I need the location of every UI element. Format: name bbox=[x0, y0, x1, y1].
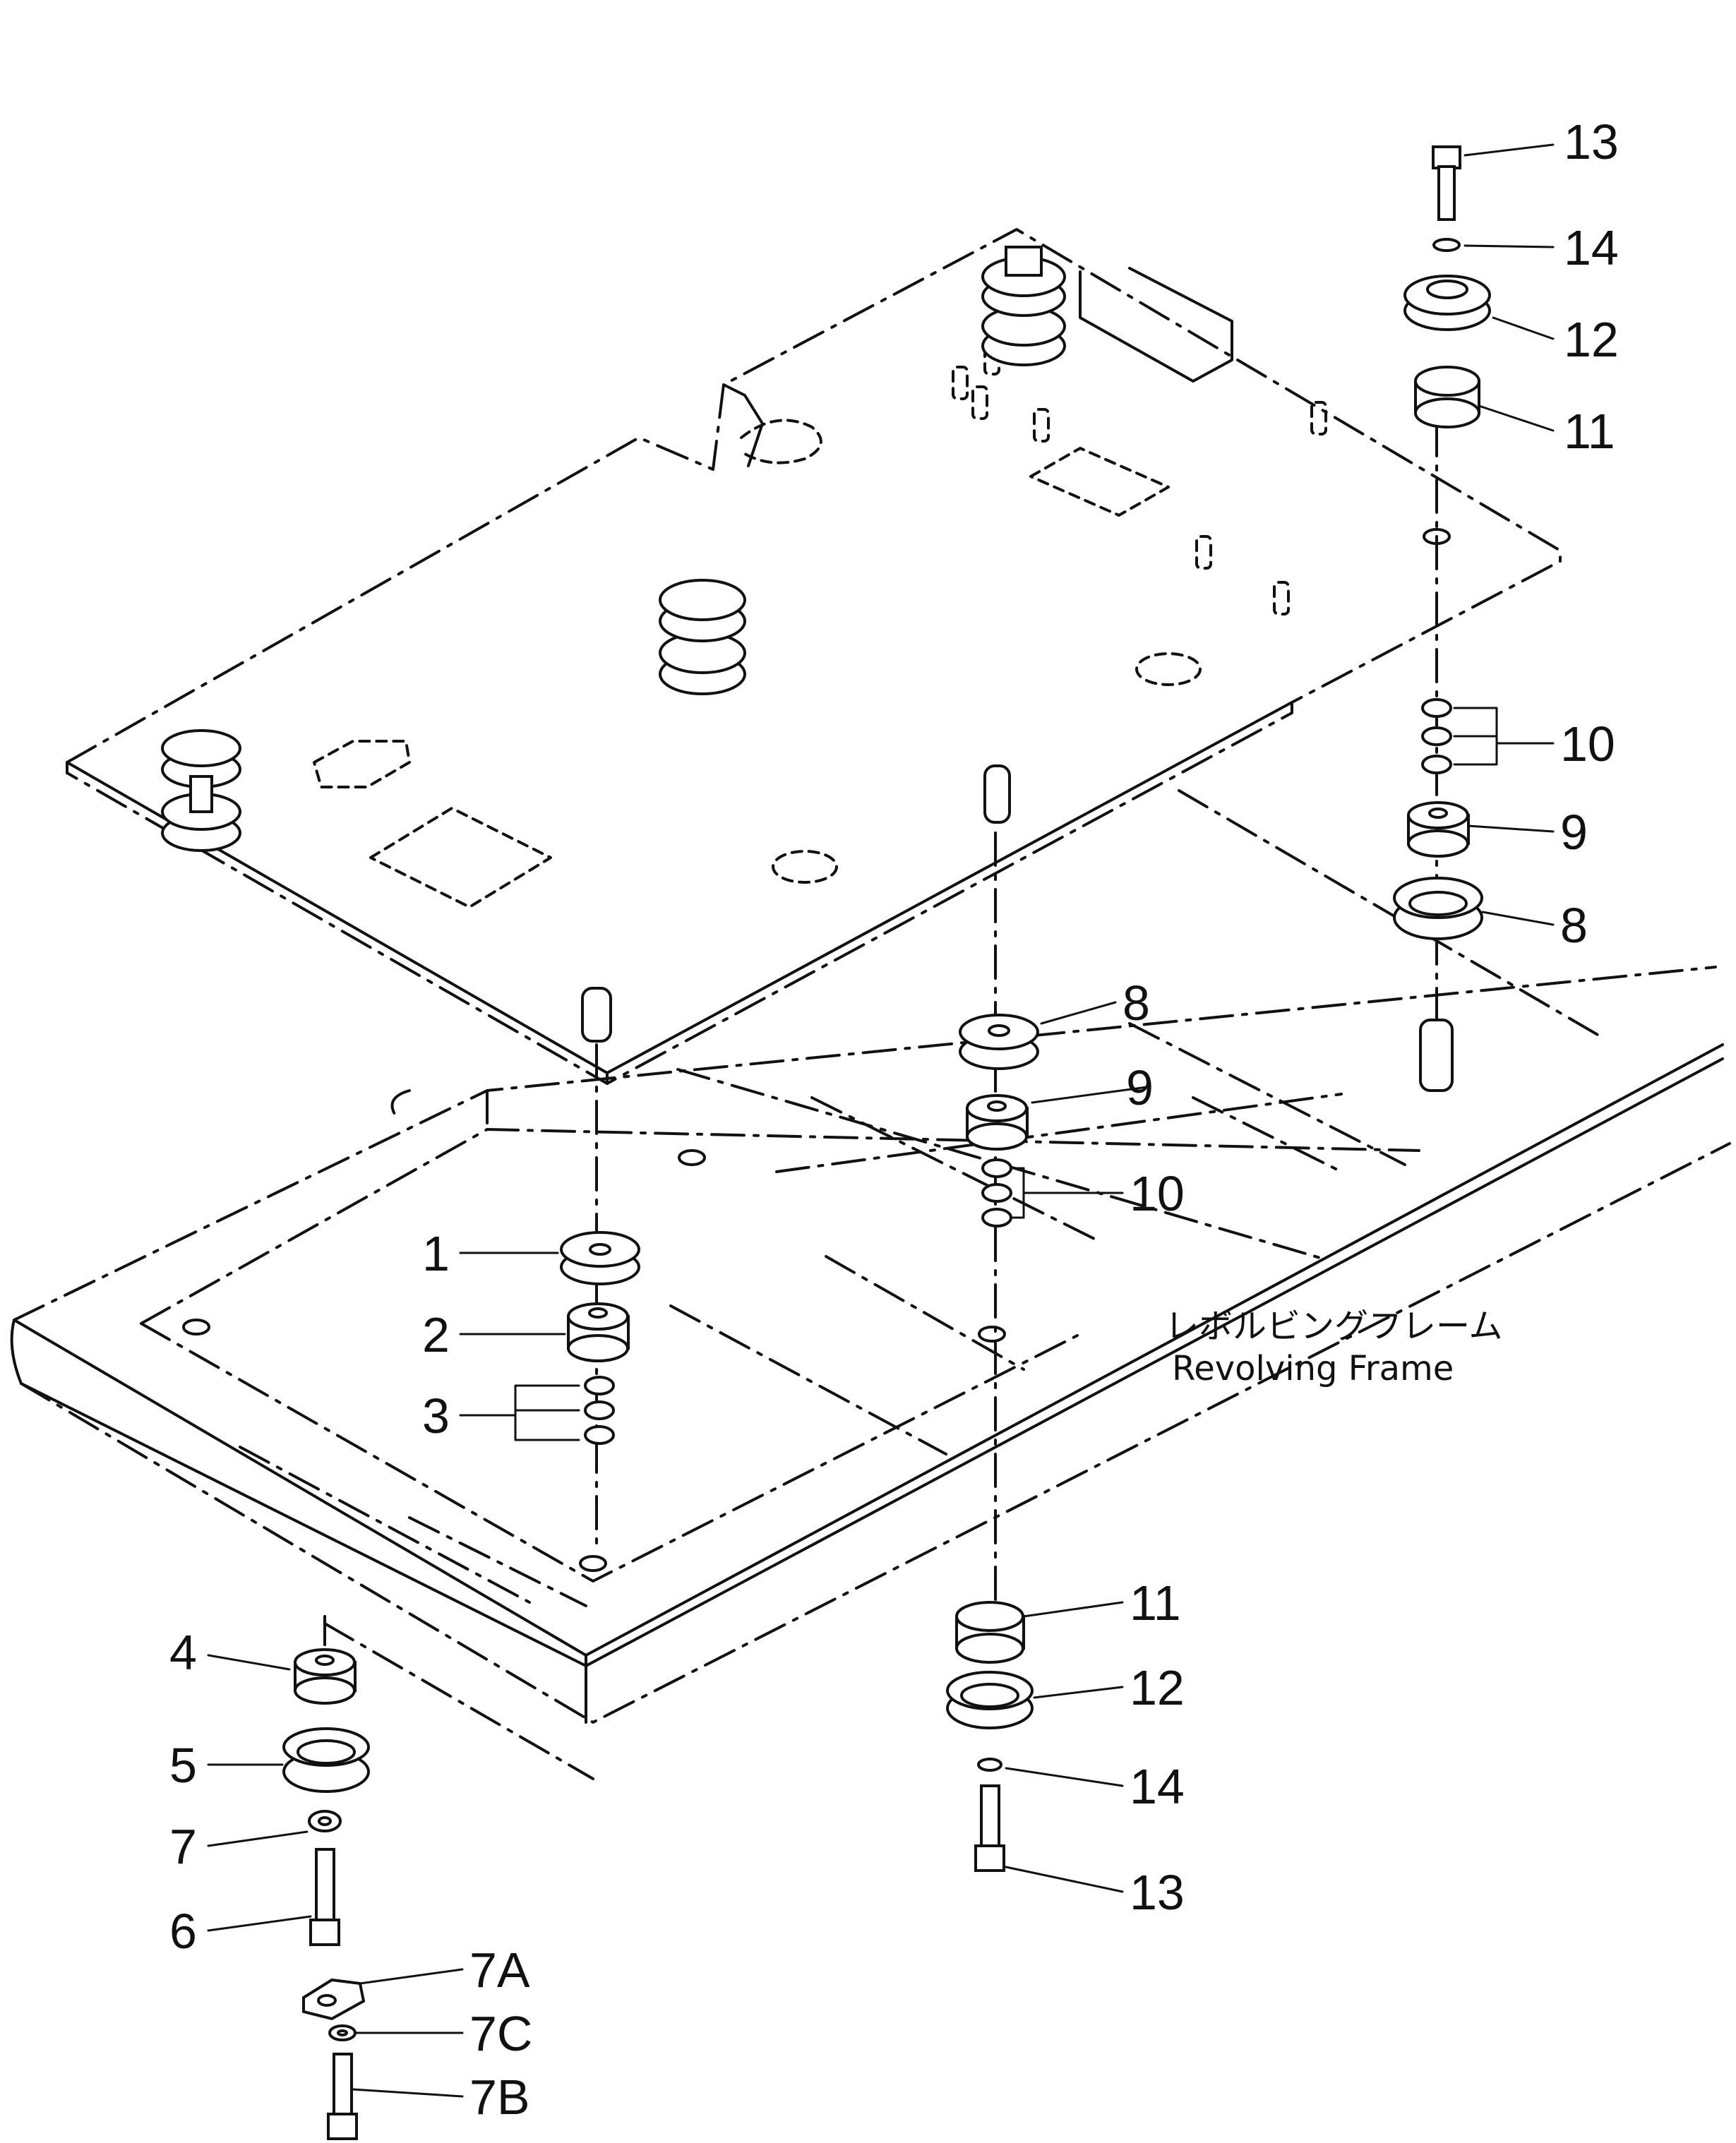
revolving-frame bbox=[10, 528, 1731, 1780]
left-lower-parts bbox=[282, 1648, 370, 2140]
assembly-axis-lines bbox=[323, 422, 1438, 1646]
callout-8-center: 8 bbox=[1123, 976, 1150, 1031]
frame-label-english: Revolving Frame bbox=[1172, 1349, 1454, 1388]
right-mount-stack bbox=[1393, 145, 1491, 1092]
callout-8-right: 8 bbox=[1560, 898, 1588, 953]
callout-3: 3 bbox=[422, 1388, 450, 1443]
callout-13-lower: 13 bbox=[1130, 1865, 1185, 1920]
callout-9-right: 9 bbox=[1560, 805, 1588, 860]
leader-lines bbox=[207, 143, 1555, 2098]
callout-7b: 7B bbox=[469, 2070, 530, 2125]
callout-1: 1 bbox=[422, 1226, 450, 1281]
callout-12-lower: 12 bbox=[1130, 1660, 1185, 1715]
callout-4: 4 bbox=[169, 1625, 197, 1680]
callout-10-center: 10 bbox=[1130, 1166, 1185, 1221]
revolving-frame-label: レボルビングフレーム Revolving Frame bbox=[1165, 1307, 1503, 1388]
callout-10-right: 10 bbox=[1560, 716, 1615, 772]
floor-plate bbox=[66, 228, 1562, 1085]
callout-7a: 7A bbox=[469, 1943, 530, 1998]
callout-11-upper: 11 bbox=[1564, 404, 1615, 459]
callout-13-upper: 13 bbox=[1564, 114, 1619, 169]
callout-12-upper: 12 bbox=[1564, 312, 1619, 367]
callout-labels: 1 2 3 4 5 7 6 7A 7C 7B 8 9 10 11 12 14 1… bbox=[169, 114, 1619, 2125]
callout-6: 6 bbox=[169, 1904, 197, 1959]
callout-5: 5 bbox=[169, 1738, 197, 1793]
center-lower-stack bbox=[946, 1601, 1034, 1872]
frame-label-japanese: レボルビングフレーム bbox=[1165, 1307, 1503, 1346]
center-mount-stack bbox=[959, 764, 1039, 1227]
callout-2: 2 bbox=[422, 1307, 450, 1362]
callout-11-lower: 11 bbox=[1130, 1575, 1181, 1631]
callout-7: 7 bbox=[169, 1819, 197, 1874]
callout-14-lower: 14 bbox=[1130, 1759, 1185, 1814]
left-mount-stack bbox=[560, 987, 640, 1445]
callout-9-center: 9 bbox=[1126, 1060, 1154, 1115]
callout-7c: 7C bbox=[469, 2006, 532, 2061]
callout-14-upper: 14 bbox=[1564, 220, 1619, 275]
